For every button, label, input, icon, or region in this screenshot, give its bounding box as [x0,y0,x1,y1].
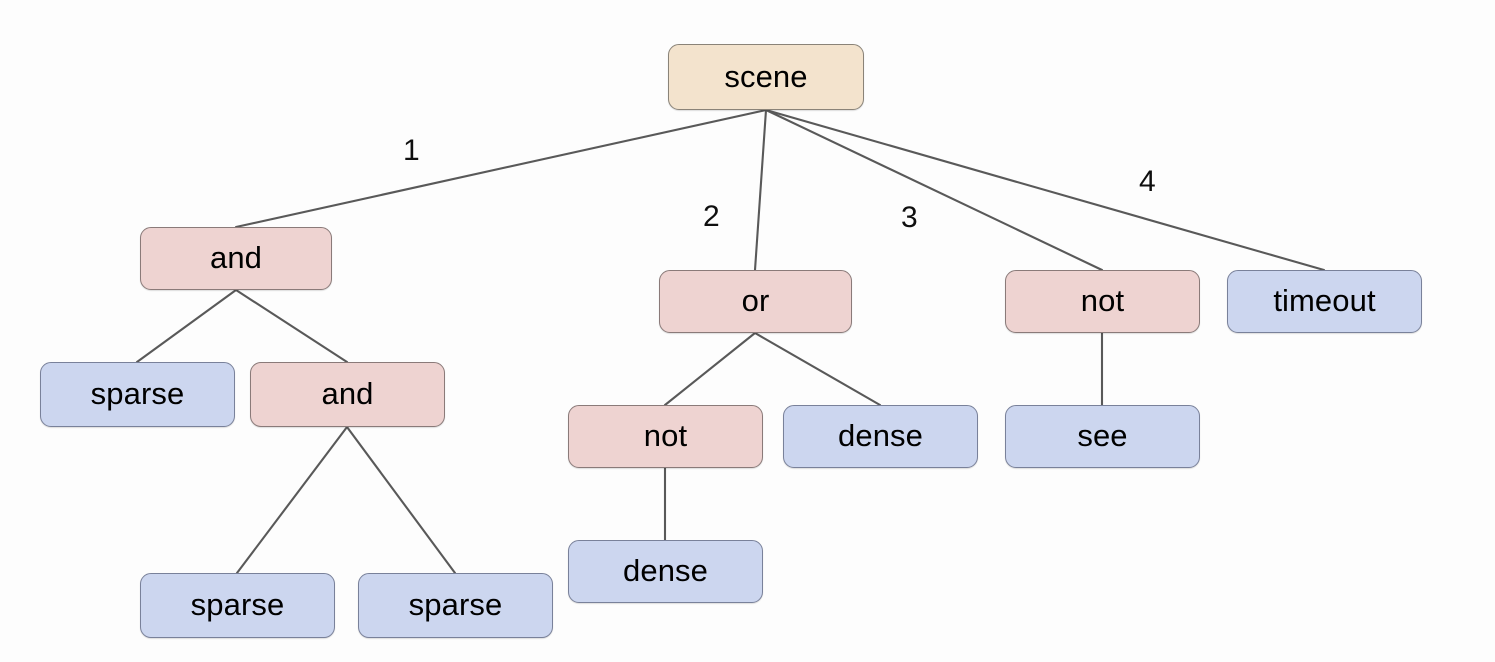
tree-node-label: not [1080,283,1125,318]
edge-label-3: 3 [901,201,918,234]
tree-node-sparse1[interactable]: sparse [40,362,235,427]
tree-node-label: dense [623,553,708,588]
tree-node-label: not [643,418,688,453]
tree-node-label: scene [724,58,808,94]
tree-edge [663,331,757,407]
tree-node-label: or [741,283,770,318]
tree-node-scene[interactable]: scene [668,44,864,110]
tree-node-label: see [1077,418,1128,453]
tree-edge [764,108,1104,272]
tree-node-label: and [321,376,374,411]
tree-node-and1[interactable]: and [140,227,332,290]
tree-edge [764,108,1326,272]
tree-node-see1[interactable]: see [1005,405,1200,468]
edge-label-1: 1 [403,134,420,167]
tree-edge [753,108,768,272]
tree-edge [345,425,457,575]
tree-node-label: sparse [190,587,285,622]
tree-edge [234,288,349,364]
tree-node-label: and [209,240,263,275]
tree-node-dense2[interactable]: dense [568,540,763,603]
tree-node-or1[interactable]: or [659,270,852,333]
tree-edge [135,288,238,364]
tree-node-timeout1[interactable]: timeout [1227,270,1422,333]
edge-label-4: 4 [1139,165,1156,198]
tree-edge [234,108,768,229]
tree-node-sparse3[interactable]: sparse [358,573,553,638]
tree-edge [235,425,349,575]
tree-node-label: timeout [1273,283,1376,318]
tree-node-sparse2[interactable]: sparse [140,573,335,638]
tree-node-not2[interactable]: not [1005,270,1200,333]
tree-node-label: dense [838,418,923,453]
tree-edge [753,331,882,407]
tree-node-dense1[interactable]: dense [783,405,978,468]
tree-node-not1[interactable]: not [568,405,763,468]
tree-node-and2[interactable]: and [250,362,445,427]
tree-node-label: sparse [408,587,503,622]
tree-node-label: sparse [90,376,185,411]
edge-label-2: 2 [703,200,720,233]
